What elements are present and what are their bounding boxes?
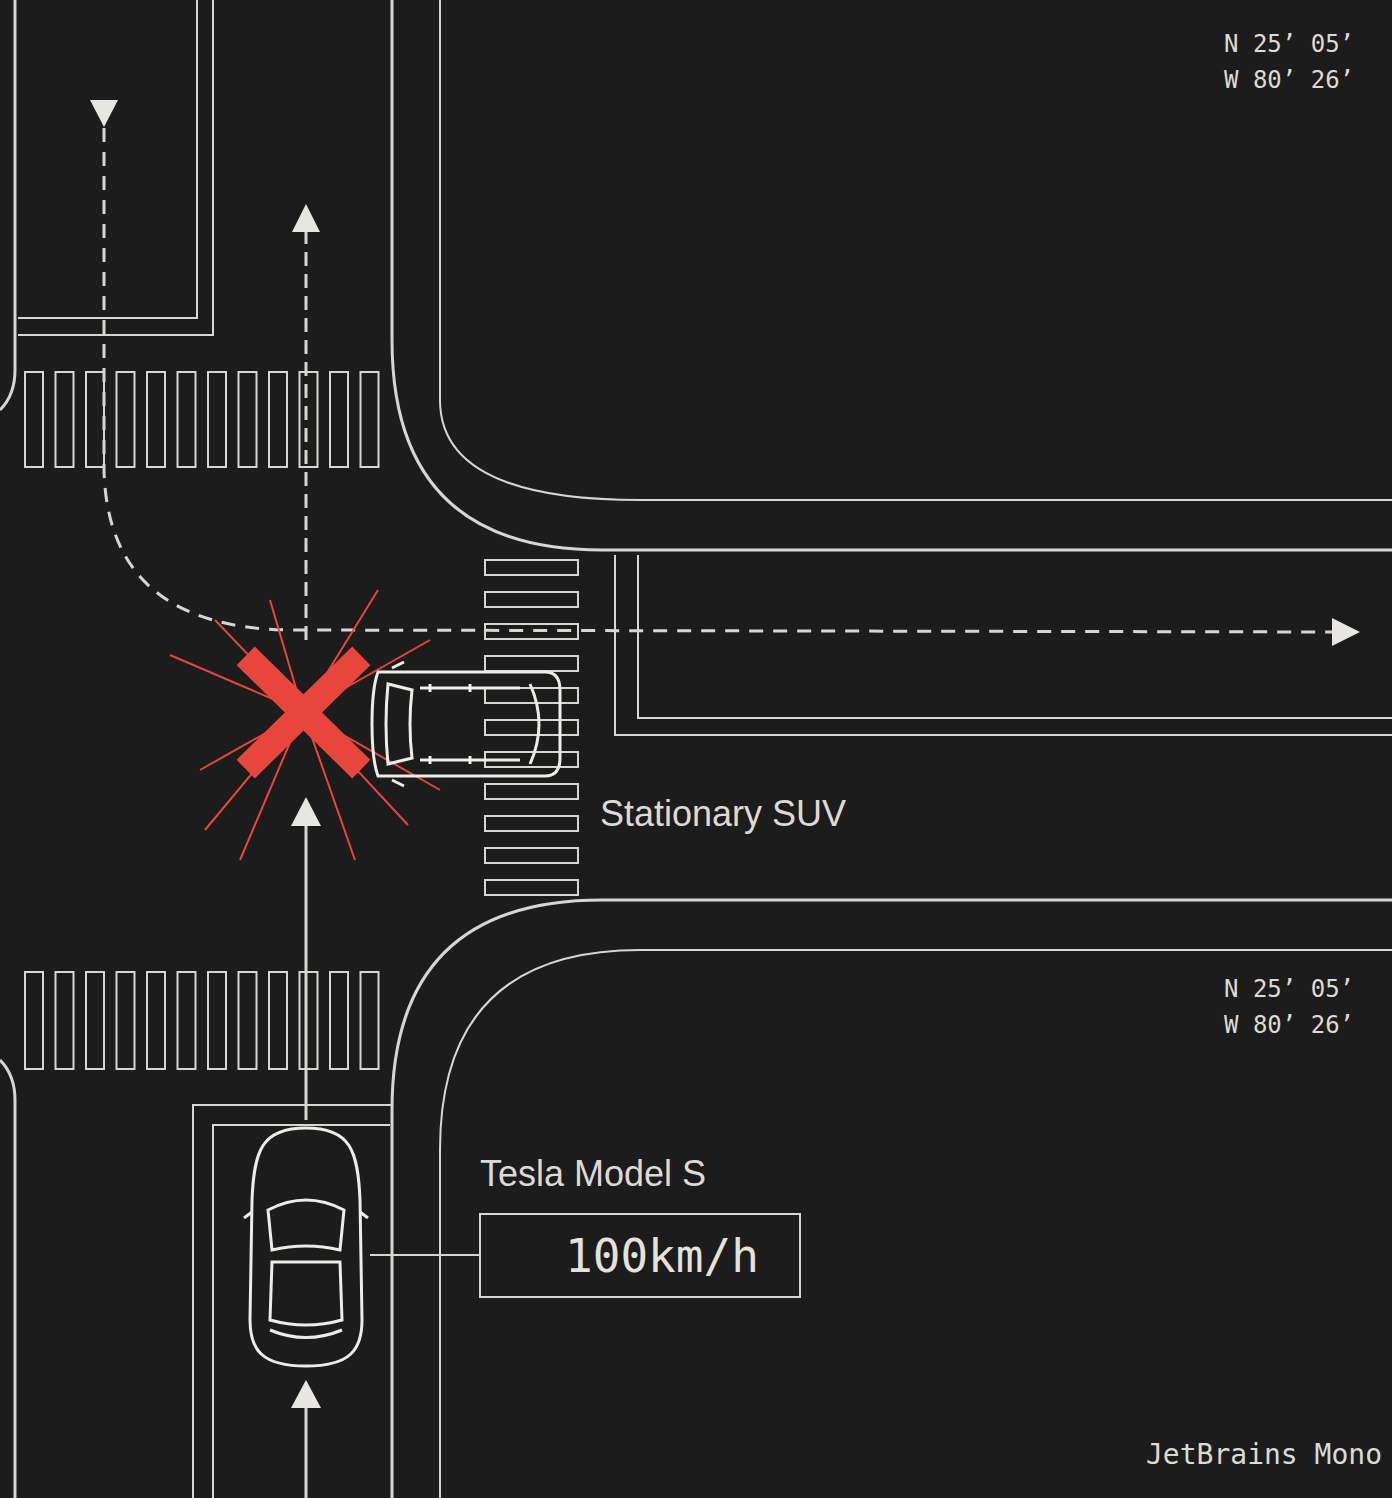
speed-value: 100km/h [565,1229,759,1283]
coordinate-text: W 80’ 26’ [1224,1011,1354,1039]
crosswalk-stripe [361,972,379,1069]
crosswalk-stripe [485,848,578,863]
font-watermark: JetBrains Mono [1146,1438,1382,1471]
crosswalk-stripe [178,972,196,1069]
crosswalk-stripe [56,372,74,467]
coordinate-text: W 80’ 26’ [1224,66,1354,94]
coordinate-text: N 25’ 05’ [1224,975,1354,1003]
crosswalk-stripe [147,972,165,1069]
vehicle-label: Tesla Model S [480,1153,706,1195]
arrowheads [90,100,1360,1408]
crosswalk-stripe [269,372,287,467]
crosswalk-stripe [485,656,578,671]
stationary-suv [372,662,560,786]
crosswalk-stripe [208,372,226,467]
crosswalk-stripe [330,972,348,1069]
impact-burst [170,590,440,860]
crosswalk-stripe [86,972,104,1069]
crosswalk-stripe [25,972,43,1069]
crosswalk-stripe [269,972,287,1069]
speed-box: 100km/h [479,1213,801,1298]
crosswalk-stripe [147,372,165,467]
crosswalk-stripe [208,972,226,1069]
crosswalk-stripe [25,372,43,467]
crosswalk-stripe [485,816,578,831]
crosswalk-stripe [485,880,578,895]
crosswalk-stripe [56,972,74,1069]
crosswalk-stripe [117,972,135,1069]
crosswalk-stripe [485,560,578,575]
crosswalk-stripe [485,720,578,735]
crosswalk-stripe [485,784,578,799]
coordinate-text: N 25’ 05’ [1224,30,1354,58]
collision-x [255,665,352,760]
crosswalk-stripes [25,372,578,1069]
crosswalk-stripe [485,592,578,607]
crosswalk-stripe [178,372,196,467]
crosswalk-stripe [300,372,318,467]
crosswalk-stripe [86,372,104,467]
tesla-car [244,1128,368,1366]
trajectories [104,128,1335,1498]
vehicle-label: Stationary SUV [600,793,846,835]
crosswalk-stripe [361,372,379,467]
crosswalk-stripe [239,972,257,1069]
crosswalk-stripe [330,372,348,467]
crosswalk-stripe [117,372,135,467]
crosswalk-stripe [239,372,257,467]
crosswalk-stripe [300,972,318,1069]
